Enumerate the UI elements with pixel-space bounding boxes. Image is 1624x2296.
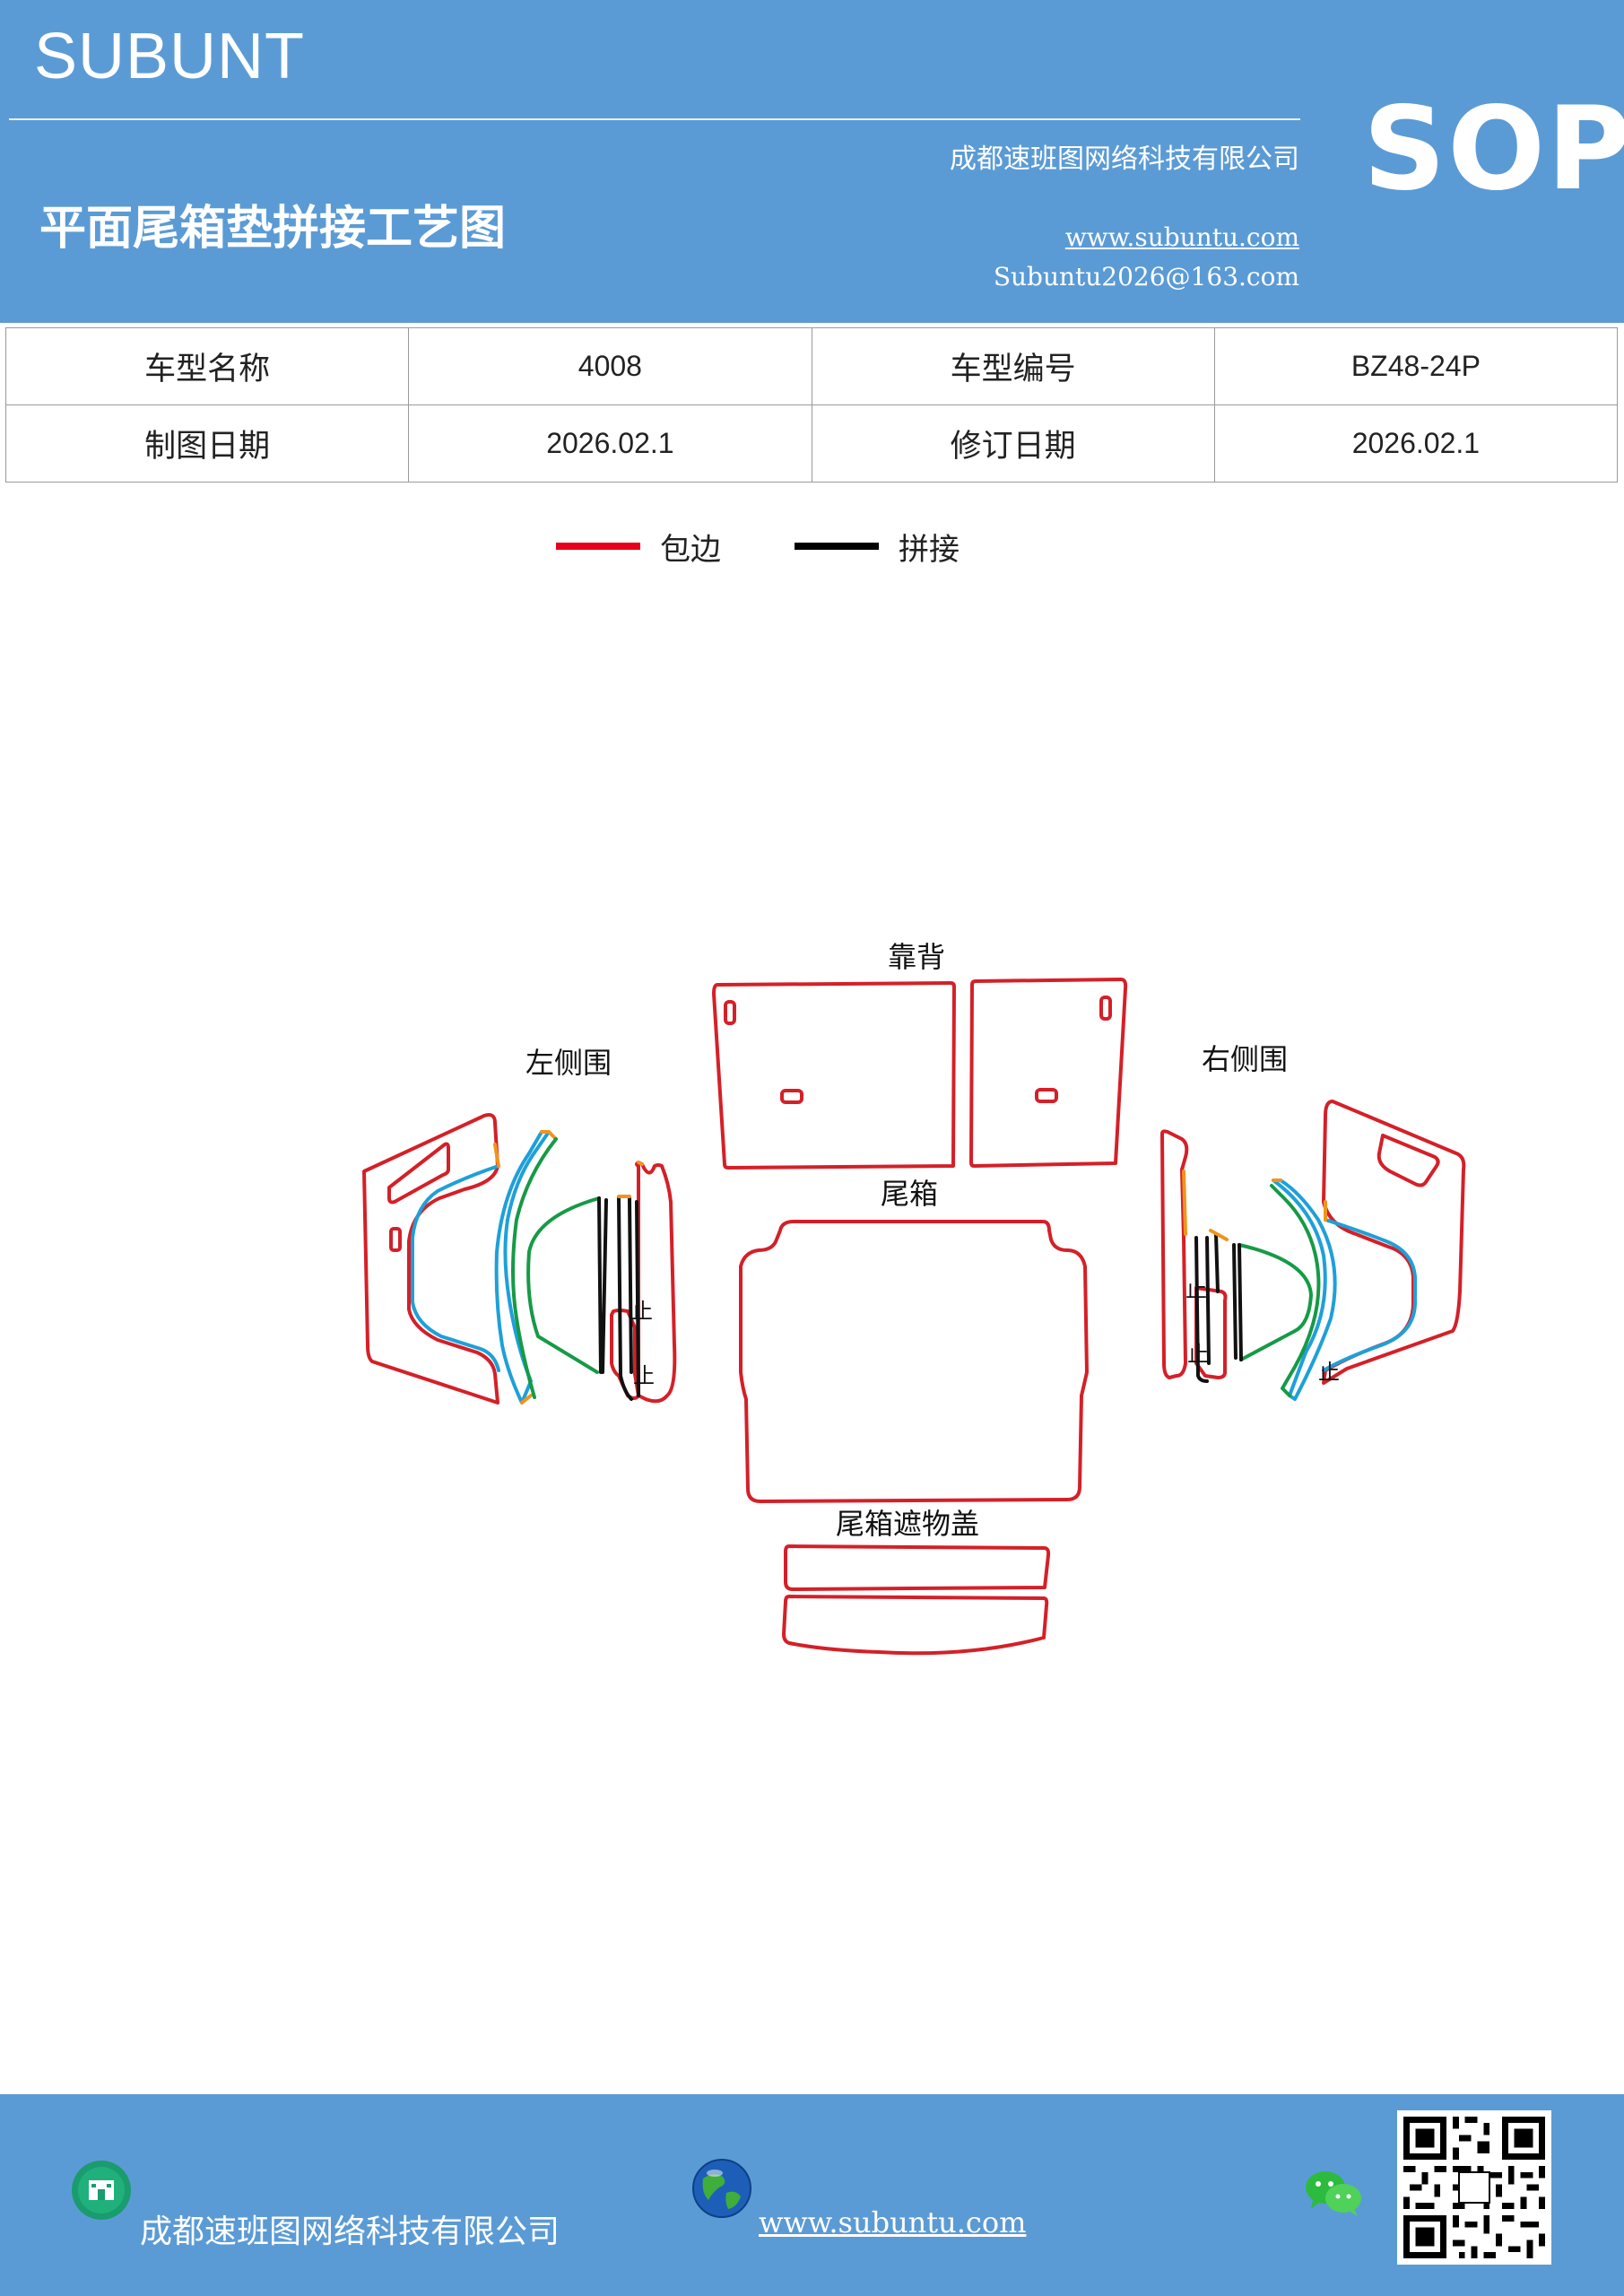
footer-company: 成都速班图网络科技有限公司 [140,2213,560,2250]
cover-panel-bottom [782,1595,1049,1656]
backrest-slot [1035,1088,1058,1103]
left-side-panels [362,1113,677,1405]
document-title: 平面尾箱垫拼接工艺图 [39,202,507,256]
info-table: 车型名称 4008 车型编号 BZ48-24P 制图日期 2026.02.1 修… [4,327,1619,483]
right-black-seam [1194,1232,1220,1383]
label-stop: 止 [631,1299,653,1324]
left-blue-strip [411,1164,500,1372]
label-backrest: 靠背 [888,940,945,974]
sop-badge: SOP [1363,83,1624,216]
left-orange-tab [617,1161,644,1198]
left-slot [389,1227,402,1252]
legend: 包边 拼接 [556,524,1017,569]
legend-swatch-black [795,543,879,550]
company-name: 成都速班图网络科技有限公司 [950,144,1299,175]
legend-label: 拼接 [899,531,960,568]
left-window-cutout [387,1142,450,1205]
right-black-seam [1232,1243,1243,1361]
footer-banner: 成都速班图网络科技有限公司 www.subuntu.com [0,2094,1624,2296]
header-divider [9,118,1300,120]
left-outer-panel [362,1113,499,1405]
wechat-icon [1306,2171,1361,2216]
legend-swatch-red [556,543,640,550]
left-green-panel [526,1196,601,1374]
left-orange-tab [520,1394,533,1405]
email-address: Subuntu2026@163.com [993,262,1299,291]
revise-date-label: 修订日期 [811,404,1215,483]
model-name-label: 车型名称 [4,327,410,405]
model-name-value: 4008 [408,327,812,405]
right-blue-strip [1322,1218,1417,1372]
trunk-floor-panel [739,1220,1089,1503]
right-pillar-panel [1160,1129,1189,1379]
model-code-label: 车型编号 [811,327,1215,405]
label-cover: 尾箱遮物盖 [836,1507,979,1541]
cover-panel-top [784,1544,1051,1591]
building-icon [72,2161,131,2220]
label-stop: 止 [1187,1342,1209,1367]
brand-name: SUBUNT [34,21,306,92]
backrest-slot [780,1089,803,1104]
website-link[interactable]: www.subuntu.com [1064,222,1299,252]
right-green-panel [1238,1243,1313,1361]
model-code-value: BZ48-24P [1213,327,1619,405]
right-red-insert [1194,1286,1228,1379]
left-pillar-panel [635,1161,677,1404]
draw-date-value: 2026.02.1 [408,404,812,483]
backrest-right-panel [969,978,1128,1168]
right-blue-strip-2 [1272,1178,1337,1401]
left-blue-strip-2 [494,1130,551,1405]
label-left-side: 左侧围 [525,1046,612,1080]
backrest-panels [712,978,1128,1170]
right-side-panels [1160,1100,1466,1401]
left-orange-tab [493,1143,500,1168]
globe-icon [692,2159,751,2218]
draw-date-label: 制图日期 [4,404,410,483]
revise-date-value: 2026.02.1 [1213,404,1619,483]
left-black-seam [597,1196,608,1374]
table-row: 制图日期 2026.02.1 修订日期 2026.02.1 [4,404,1619,483]
right-outer-panel [1322,1100,1466,1385]
legend-item-splice: 拼接 [795,525,960,569]
backrest-slot [724,1000,736,1025]
left-green-strip [511,1137,558,1399]
header-banner: SUBUNT 平面尾箱垫拼接工艺图 成都速班图网络科技有限公司 www.subu… [0,0,1624,323]
left-orange-tab [540,1130,558,1141]
label-trunk: 尾箱 [881,1177,938,1211]
label-stop: 止 [1185,1277,1207,1302]
qr-code [1397,2110,1551,2265]
label-stop: 止 [1318,1360,1340,1385]
label-right-side: 右侧围 [1202,1042,1288,1076]
right-green-strip [1270,1184,1321,1397]
label-stop: 止 [633,1363,655,1388]
right-window-cutout [1376,1134,1440,1187]
backrest-slot [1099,996,1112,1021]
backrest-left-panel [712,981,956,1170]
left-red-insert [610,1309,640,1400]
footer-website-link[interactable]: www.subuntu.com [759,2205,1027,2239]
legend-label: 包边 [660,531,721,568]
right-orange-tab [1272,1178,1327,1222]
table-row: 车型名称 4008 车型编号 BZ48-24P [4,327,1619,405]
right-orange-tab [1182,1170,1229,1241]
left-black-seam [617,1196,640,1401]
legend-item-hemming: 包边 [556,525,721,569]
